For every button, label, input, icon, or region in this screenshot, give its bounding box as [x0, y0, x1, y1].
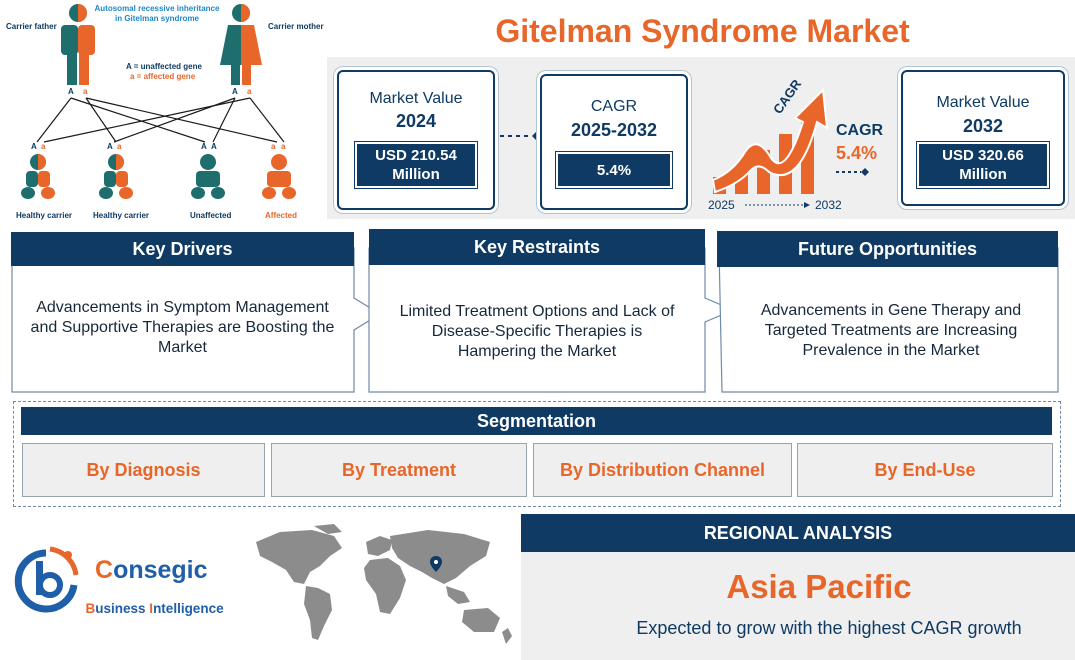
consegic-logo-icon: [14, 546, 79, 613]
page-title: Gitelman Syndrome Market: [495, 13, 910, 49]
child-4-label: Affected: [265, 211, 298, 220]
cagr-label: CAGR: [590, 98, 638, 115]
child-1-label: Healthy carrier: [16, 211, 73, 220]
cagr-start-year: 2025: [708, 198, 735, 212]
cagr-side-connector-icon: [836, 168, 869, 176]
mother-gene-1: A: [232, 87, 238, 96]
cagr-end-year: 2032: [815, 198, 842, 212]
regional-header: REGIONAL ANALYSIS: [521, 514, 1075, 552]
child-4-gene-1: a: [271, 142, 276, 151]
drivers-text: Advancements in Symptom Management and S…: [30, 299, 335, 356]
logo-name-initial: C: [95, 556, 114, 584]
market-value-2024-card: Market Value 2024 USD 210.54 Million: [337, 70, 495, 210]
logo-sub-b: B: [85, 601, 96, 616]
child-3-label: Unaffected: [190, 211, 232, 220]
father-figure-icon: [61, 4, 95, 85]
cagr-card: CAGR 2025-2032 5.4%: [540, 74, 688, 210]
legend-unaffected: A = unaffected gene: [126, 62, 202, 71]
father-gene-2: a: [83, 87, 88, 96]
segment-distribution-channel: By Distribution Channel: [533, 443, 792, 497]
year-range-arrow-icon: [745, 202, 810, 208]
inheritance-lines: [36, 97, 285, 143]
mv2024-value: USD 210.54 Million: [357, 144, 475, 186]
market-value-2032-card: Market Value 2032 USD 320.66 Million: [901, 70, 1065, 206]
child-3-gene-2: A: [211, 142, 217, 151]
father-gene-1: A: [68, 87, 74, 96]
logo-name: Consegic: [95, 556, 208, 584]
mv2024-label: Market Value: [369, 90, 463, 107]
child-2-icon: [99, 154, 133, 199]
child-2-label: Healthy carrier: [93, 211, 150, 220]
inheritance-title: Autosomal recessive inheritance in Gitel…: [94, 4, 220, 23]
mv2032-value: USD 320.66 Million: [919, 144, 1047, 186]
child-3-gene-1: A: [201, 142, 207, 151]
child-1-gene-2: a: [41, 142, 46, 151]
segmentation-frame: [13, 401, 1061, 507]
logo-name-rest: onsegic: [113, 556, 208, 584]
mother-figure-icon: [220, 4, 262, 85]
connector-dots-icon: [500, 132, 540, 140]
segment-treatment: By Treatment: [271, 443, 527, 497]
mother-label: Carrier mother: [268, 22, 324, 31]
world-map-icon: [256, 524, 512, 644]
segment-diagnosis: By Diagnosis: [22, 443, 265, 497]
logo-sub-usiness: usiness: [95, 601, 150, 616]
mother-gene-2: a: [247, 87, 252, 96]
mv2032-label: Market Value: [936, 94, 1030, 111]
child-2-gene-1: A: [107, 142, 113, 151]
cagr-growth-chart-icon: [711, 87, 829, 194]
logo-sub-i: I: [149, 601, 154, 616]
restraints-text: Limited Treatment Options and Lack of Di…: [399, 303, 675, 360]
drivers-header: Key Drivers: [11, 232, 354, 266]
child-1-icon: [21, 154, 55, 199]
child-3-icon: [191, 154, 225, 199]
panel-frames: [11, 247, 1059, 393]
child-2-gene-2: a: [117, 142, 122, 151]
father-label: Carrier father: [6, 22, 57, 31]
regional-panel: [521, 550, 1075, 660]
mv2024-year: 2024: [395, 111, 437, 131]
cagr-years: 2025-2032: [570, 120, 658, 140]
logo-sub-ntelligence: ntelligence: [153, 601, 224, 616]
legend-affected: a = affected gene: [130, 72, 196, 81]
cagr-side-value: 5.4%: [836, 143, 878, 163]
regional-note: Expected to grow with the highest CAGR g…: [636, 618, 1022, 638]
segment-end-use: By End-Use: [797, 443, 1053, 497]
regional-highlight: Asia Pacific: [726, 568, 912, 605]
logo-subtitle: Business Intelligence: [78, 585, 224, 617]
cagr-value: 5.4%: [558, 154, 670, 186]
cagr-side-label: CAGR: [836, 122, 884, 139]
segmentation-header: Segmentation: [21, 407, 1052, 435]
opportunities-text: Advancements in Gene Therapy and Targete…: [760, 302, 1022, 359]
child-4-gene-2: a: [281, 142, 286, 151]
child-1-gene-1: A: [31, 142, 37, 151]
restraints-header: Key Restraints: [369, 229, 705, 265]
child-4-icon: [262, 154, 296, 199]
mv2032-year: 2032: [962, 116, 1004, 136]
opportunities-header: Future Opportunities: [717, 231, 1058, 267]
inheritance-diagram: Autosomal recessive inheritance in Gitel…: [0, 0, 330, 228]
